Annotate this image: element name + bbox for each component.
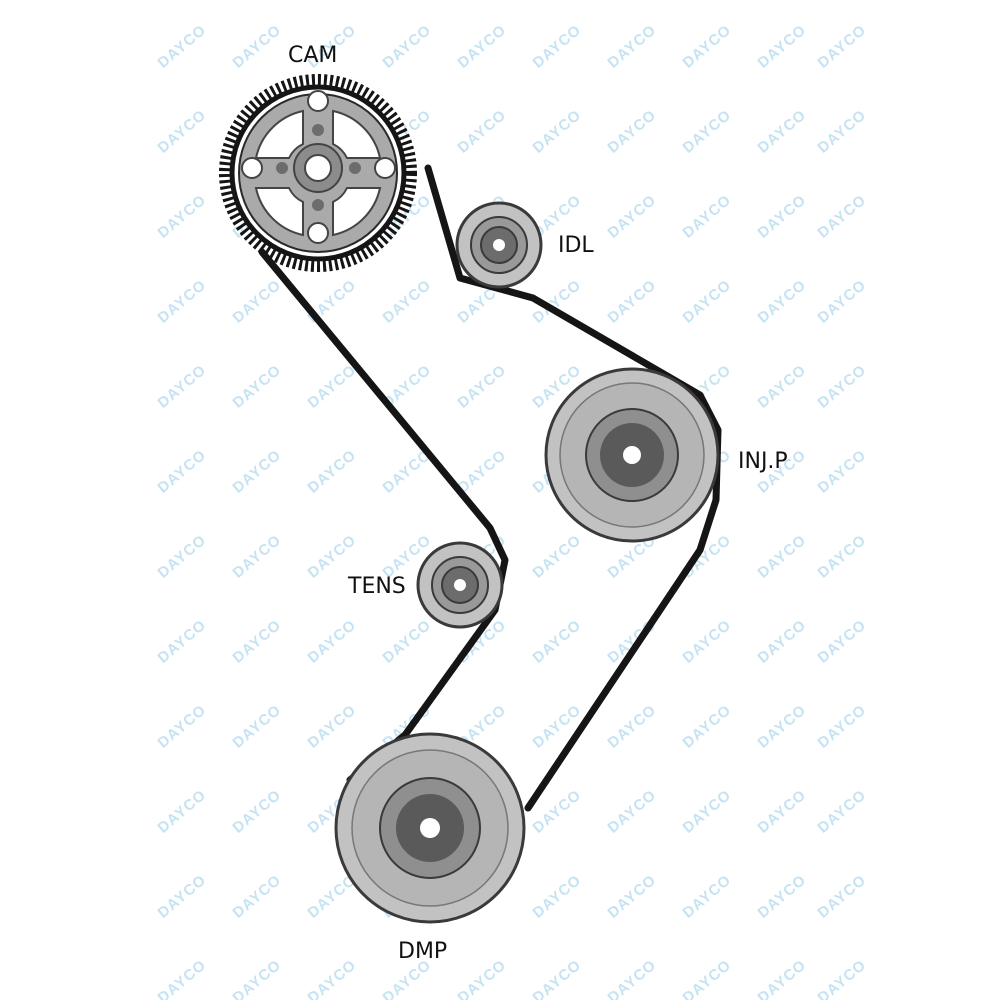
watermark-text: DAYCO	[155, 21, 210, 71]
watermark-text: DAYCO	[680, 786, 735, 836]
watermark-text: DAYCO	[755, 106, 810, 156]
watermark-text: DAYCO	[755, 21, 810, 71]
watermark-text: DAYCO	[815, 21, 870, 71]
damper-pulley	[334, 732, 526, 924]
watermark-text: DAYCO	[305, 701, 360, 751]
idl-label: IDL	[558, 233, 594, 258]
watermark-text: DAYCO	[155, 361, 210, 411]
watermark-text: DAYCO	[530, 21, 585, 71]
watermark-text: DAYCO	[305, 956, 360, 1000]
watermark-text: DAYCO	[530, 701, 585, 751]
dmp-label: DMP	[398, 939, 447, 964]
watermark-text: DAYCO	[155, 191, 210, 241]
watermark-text: DAYCO	[230, 446, 285, 496]
watermark-text: DAYCO	[815, 531, 870, 581]
watermark-text: DAYCO	[755, 956, 810, 1000]
watermark-text: DAYCO	[605, 956, 660, 1000]
watermark-text: DAYCO	[230, 701, 285, 751]
cam-sprocket	[219, 74, 417, 272]
watermark-text: DAYCO	[305, 616, 360, 666]
watermark-text: DAYCO	[230, 616, 285, 666]
watermark-text: DAYCO	[755, 276, 810, 326]
watermark-text: DAYCO	[755, 361, 810, 411]
watermark-text: DAYCO	[155, 956, 210, 1000]
watermark-text: DAYCO	[455, 361, 510, 411]
tensioner-pulley	[416, 541, 504, 629]
watermark-text: DAYCO	[230, 361, 285, 411]
watermark-text: DAYCO	[605, 106, 660, 156]
watermark-text: DAYCO	[455, 106, 510, 156]
watermark-text: DAYCO	[530, 106, 585, 156]
watermark-text: DAYCO	[605, 191, 660, 241]
watermark-text: DAYCO	[815, 446, 870, 496]
injp-label: INJ.P	[738, 449, 788, 474]
injection-pump-pulley	[544, 367, 720, 543]
watermark-text: DAYCO	[530, 956, 585, 1000]
watermark-text: DAYCO	[815, 956, 870, 1000]
watermark-text: DAYCO	[230, 21, 285, 71]
watermark-text: DAYCO	[155, 871, 210, 921]
watermark-text: DAYCO	[815, 616, 870, 666]
watermark-text: DAYCO	[680, 956, 735, 1000]
watermark-text: DAYCO	[605, 276, 660, 326]
watermark-text: DAYCO	[305, 361, 360, 411]
watermark-text: DAYCO	[380, 276, 435, 326]
watermark-text: DAYCO	[815, 701, 870, 751]
watermark-text: DAYCO	[815, 361, 870, 411]
watermark-text: DAYCO	[155, 616, 210, 666]
watermark-text: DAYCO	[815, 871, 870, 921]
watermark-text: DAYCO	[455, 446, 510, 496]
watermark-text: DAYCO	[605, 21, 660, 71]
watermark-text: DAYCO	[680, 616, 735, 666]
watermark-text: DAYCO	[755, 191, 810, 241]
watermark-text: DAYCO	[755, 786, 810, 836]
idler-pulley	[455, 201, 543, 289]
watermark-text: DAYCO	[155, 531, 210, 581]
watermark-text: DAYCO	[815, 786, 870, 836]
watermark-text: DAYCO	[680, 191, 735, 241]
watermark-text: DAYCO	[755, 616, 810, 666]
watermark-text: DAYCO	[680, 701, 735, 751]
watermark-text: DAYCO	[155, 106, 210, 156]
watermark-text: DAYCO	[305, 276, 360, 326]
watermark-text: DAYCO	[815, 191, 870, 241]
watermark-text: DAYCO	[305, 446, 360, 496]
watermark-text: DAYCO	[230, 871, 285, 921]
watermark-text: DAYCO	[680, 276, 735, 326]
watermark-text: DAYCO	[605, 701, 660, 751]
watermark-text: DAYCO	[680, 21, 735, 71]
watermark-text: DAYCO	[230, 276, 285, 326]
watermark-text: DAYCO	[230, 956, 285, 1000]
tens-label: TENS	[347, 574, 406, 599]
watermark-text: DAYCO	[680, 871, 735, 921]
watermark-text: DAYCO	[605, 786, 660, 836]
watermark-text: DAYCO	[155, 276, 210, 326]
watermark-text: DAYCO	[155, 786, 210, 836]
watermark-text: DAYCO	[380, 21, 435, 71]
watermark-text: DAYCO	[230, 531, 285, 581]
watermark-text: DAYCO	[680, 106, 735, 156]
watermark-text: DAYCO	[455, 956, 510, 1000]
watermark-text: DAYCO	[815, 276, 870, 326]
watermark-text: DAYCO	[755, 871, 810, 921]
watermark-text: DAYCO	[530, 616, 585, 666]
watermark-text: DAYCO	[230, 786, 285, 836]
watermark-text: DAYCO	[155, 446, 210, 496]
watermark-text: DAYCO	[155, 701, 210, 751]
watermark-text: DAYCO	[530, 871, 585, 921]
watermark-text: DAYCO	[530, 531, 585, 581]
watermark-text: DAYCO	[755, 701, 810, 751]
watermark-text: DAYCO	[755, 531, 810, 581]
watermark-text: DAYCO	[605, 871, 660, 921]
cam-label: CAM	[288, 43, 337, 68]
watermark-text: DAYCO	[815, 106, 870, 156]
watermark-text: DAYCO	[455, 21, 510, 71]
watermark-text: DAYCO	[380, 616, 435, 666]
